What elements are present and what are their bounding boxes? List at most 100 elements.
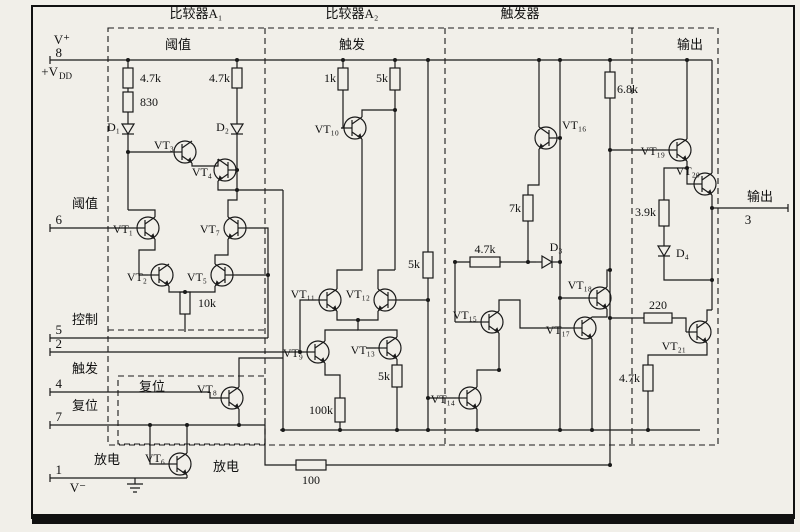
value-r13: 6.8k	[617, 82, 638, 96]
pin-vdd-subscript: DD	[59, 71, 72, 81]
value-r10: 100	[302, 473, 320, 487]
resistor-r1	[122, 67, 134, 89]
resistor-r4	[337, 67, 349, 91]
value-r2: 830	[140, 95, 158, 109]
resistor-r8	[179, 291, 191, 315]
title-comparator-a1: 比较器A₁	[170, 6, 223, 21]
label-vt3: VT₃	[154, 138, 174, 152]
label-vt15: VT₁₅	[453, 308, 477, 322]
pin-5-number: 5	[56, 322, 63, 337]
pin-trigger-label: 触发	[72, 361, 98, 376]
pin-threshold-label: 阈值	[72, 196, 98, 211]
labels: 比较器A₁ 比较器A₂ 触发器 阈值 触发 输出 复位 放电 V⁺ 8 +V D…	[41, 6, 773, 495]
transistor-vt19	[665, 138, 692, 162]
pin-control-label: 控制	[72, 312, 98, 327]
diode-d2	[230, 117, 244, 143]
resistor-r2	[122, 91, 134, 113]
resistor-r7	[391, 364, 403, 388]
resistor-r15	[643, 312, 673, 324]
pin-3-number: 3	[745, 212, 752, 227]
transistor-vt10	[340, 116, 367, 140]
pin-vdd-label: +V	[41, 64, 58, 79]
value-r1: 4.7k	[140, 71, 161, 85]
pin-7-number: 7	[56, 409, 63, 424]
pin-1-number: 1	[56, 462, 63, 477]
resistor-r9	[334, 397, 346, 423]
value-r5: 5k	[376, 71, 388, 85]
value-r3: 4.7k	[209, 71, 230, 85]
label-vt8: VT₈	[197, 382, 217, 396]
section-threshold: 阈值	[165, 37, 191, 52]
picture-frame	[31, 5, 795, 524]
diode-d1	[121, 117, 135, 143]
transistor-vt13	[375, 336, 402, 360]
label-vt7: VT₇	[200, 222, 220, 236]
label-vt10: VT₁₀	[315, 122, 339, 136]
transistor-vt16	[534, 126, 561, 150]
value-r4: 1k	[324, 71, 336, 85]
transistor-vt6	[165, 452, 192, 476]
resistor-r3	[231, 67, 243, 89]
label-vt14: VT₁₄	[431, 392, 455, 406]
resistors	[122, 67, 673, 471]
resistor-r12	[469, 256, 501, 268]
diodes	[121, 117, 671, 269]
transistor-vt5	[210, 263, 237, 287]
label-vt18: VT₁₈	[568, 278, 592, 292]
value-r6: 5k	[408, 257, 420, 271]
resistor-r5	[389, 67, 401, 91]
label-vt1: VT₁	[113, 222, 133, 236]
value-r11: 7k	[509, 201, 521, 215]
title-comparator-a2: 比较器A₂	[326, 6, 379, 21]
resistor-r13	[604, 71, 616, 99]
label-d4: D₄	[676, 246, 689, 260]
label-vt9: VT₉	[283, 346, 303, 360]
pin-4-number: 4	[56, 376, 63, 391]
label-vt13: VT₁₃	[351, 343, 375, 357]
resistor-r14	[658, 199, 670, 227]
label-d2: D₂	[216, 120, 229, 134]
value-r15: 220	[649, 298, 667, 312]
section-output: 输出	[677, 37, 703, 52]
pin-6-number: 6	[56, 212, 63, 227]
section-reset-box: 复位	[139, 379, 165, 394]
transistors	[133, 116, 717, 476]
resistor-r11	[522, 194, 534, 222]
transistor-vt3	[170, 140, 197, 164]
label-vt19: VT₁₉	[641, 144, 665, 158]
wires	[49, 56, 789, 493]
pin-discharge-label: 放电	[94, 452, 120, 467]
label-vt16: VT₁₆	[562, 118, 586, 132]
pin-reset-label: 复位	[72, 398, 98, 413]
transistor-vt21	[685, 320, 712, 344]
section-trigger: 触发	[339, 37, 365, 52]
pin-2-number: 2	[56, 336, 63, 351]
diode-d4	[657, 239, 671, 265]
junction-dots	[126, 58, 714, 467]
transistor-vt15	[477, 310, 504, 334]
section-discharge-node: 放电	[213, 459, 239, 474]
pin-8-number: 8	[56, 45, 63, 60]
pin-vplus-label: V⁺	[54, 32, 70, 47]
label-vt17: VT₁₇	[546, 323, 570, 337]
label-vt2: VT₂	[127, 270, 147, 284]
label-vt20: VT₂₀	[676, 164, 700, 178]
transistor-vt11	[315, 288, 342, 312]
value-r12: 4.7k	[475, 242, 496, 256]
resistor-r10	[295, 459, 327, 471]
label-vt12: VT₁₂	[346, 287, 370, 301]
transistor-vt2	[147, 263, 174, 287]
block-boundaries	[107, 27, 719, 446]
label-vt5: VT₅	[187, 270, 207, 284]
pin-vminus-label: V⁻	[70, 480, 86, 495]
transistor-vt17	[570, 316, 597, 340]
label-d1: D₁	[107, 120, 120, 134]
value-r7: 5k	[378, 369, 390, 383]
label-d3: D₃	[550, 240, 563, 254]
transistor-vt8	[217, 386, 244, 410]
title-flipflop: 触发器	[500, 6, 539, 21]
pin-output-label: 输出	[747, 189, 773, 204]
value-r9: 100k	[309, 403, 333, 417]
